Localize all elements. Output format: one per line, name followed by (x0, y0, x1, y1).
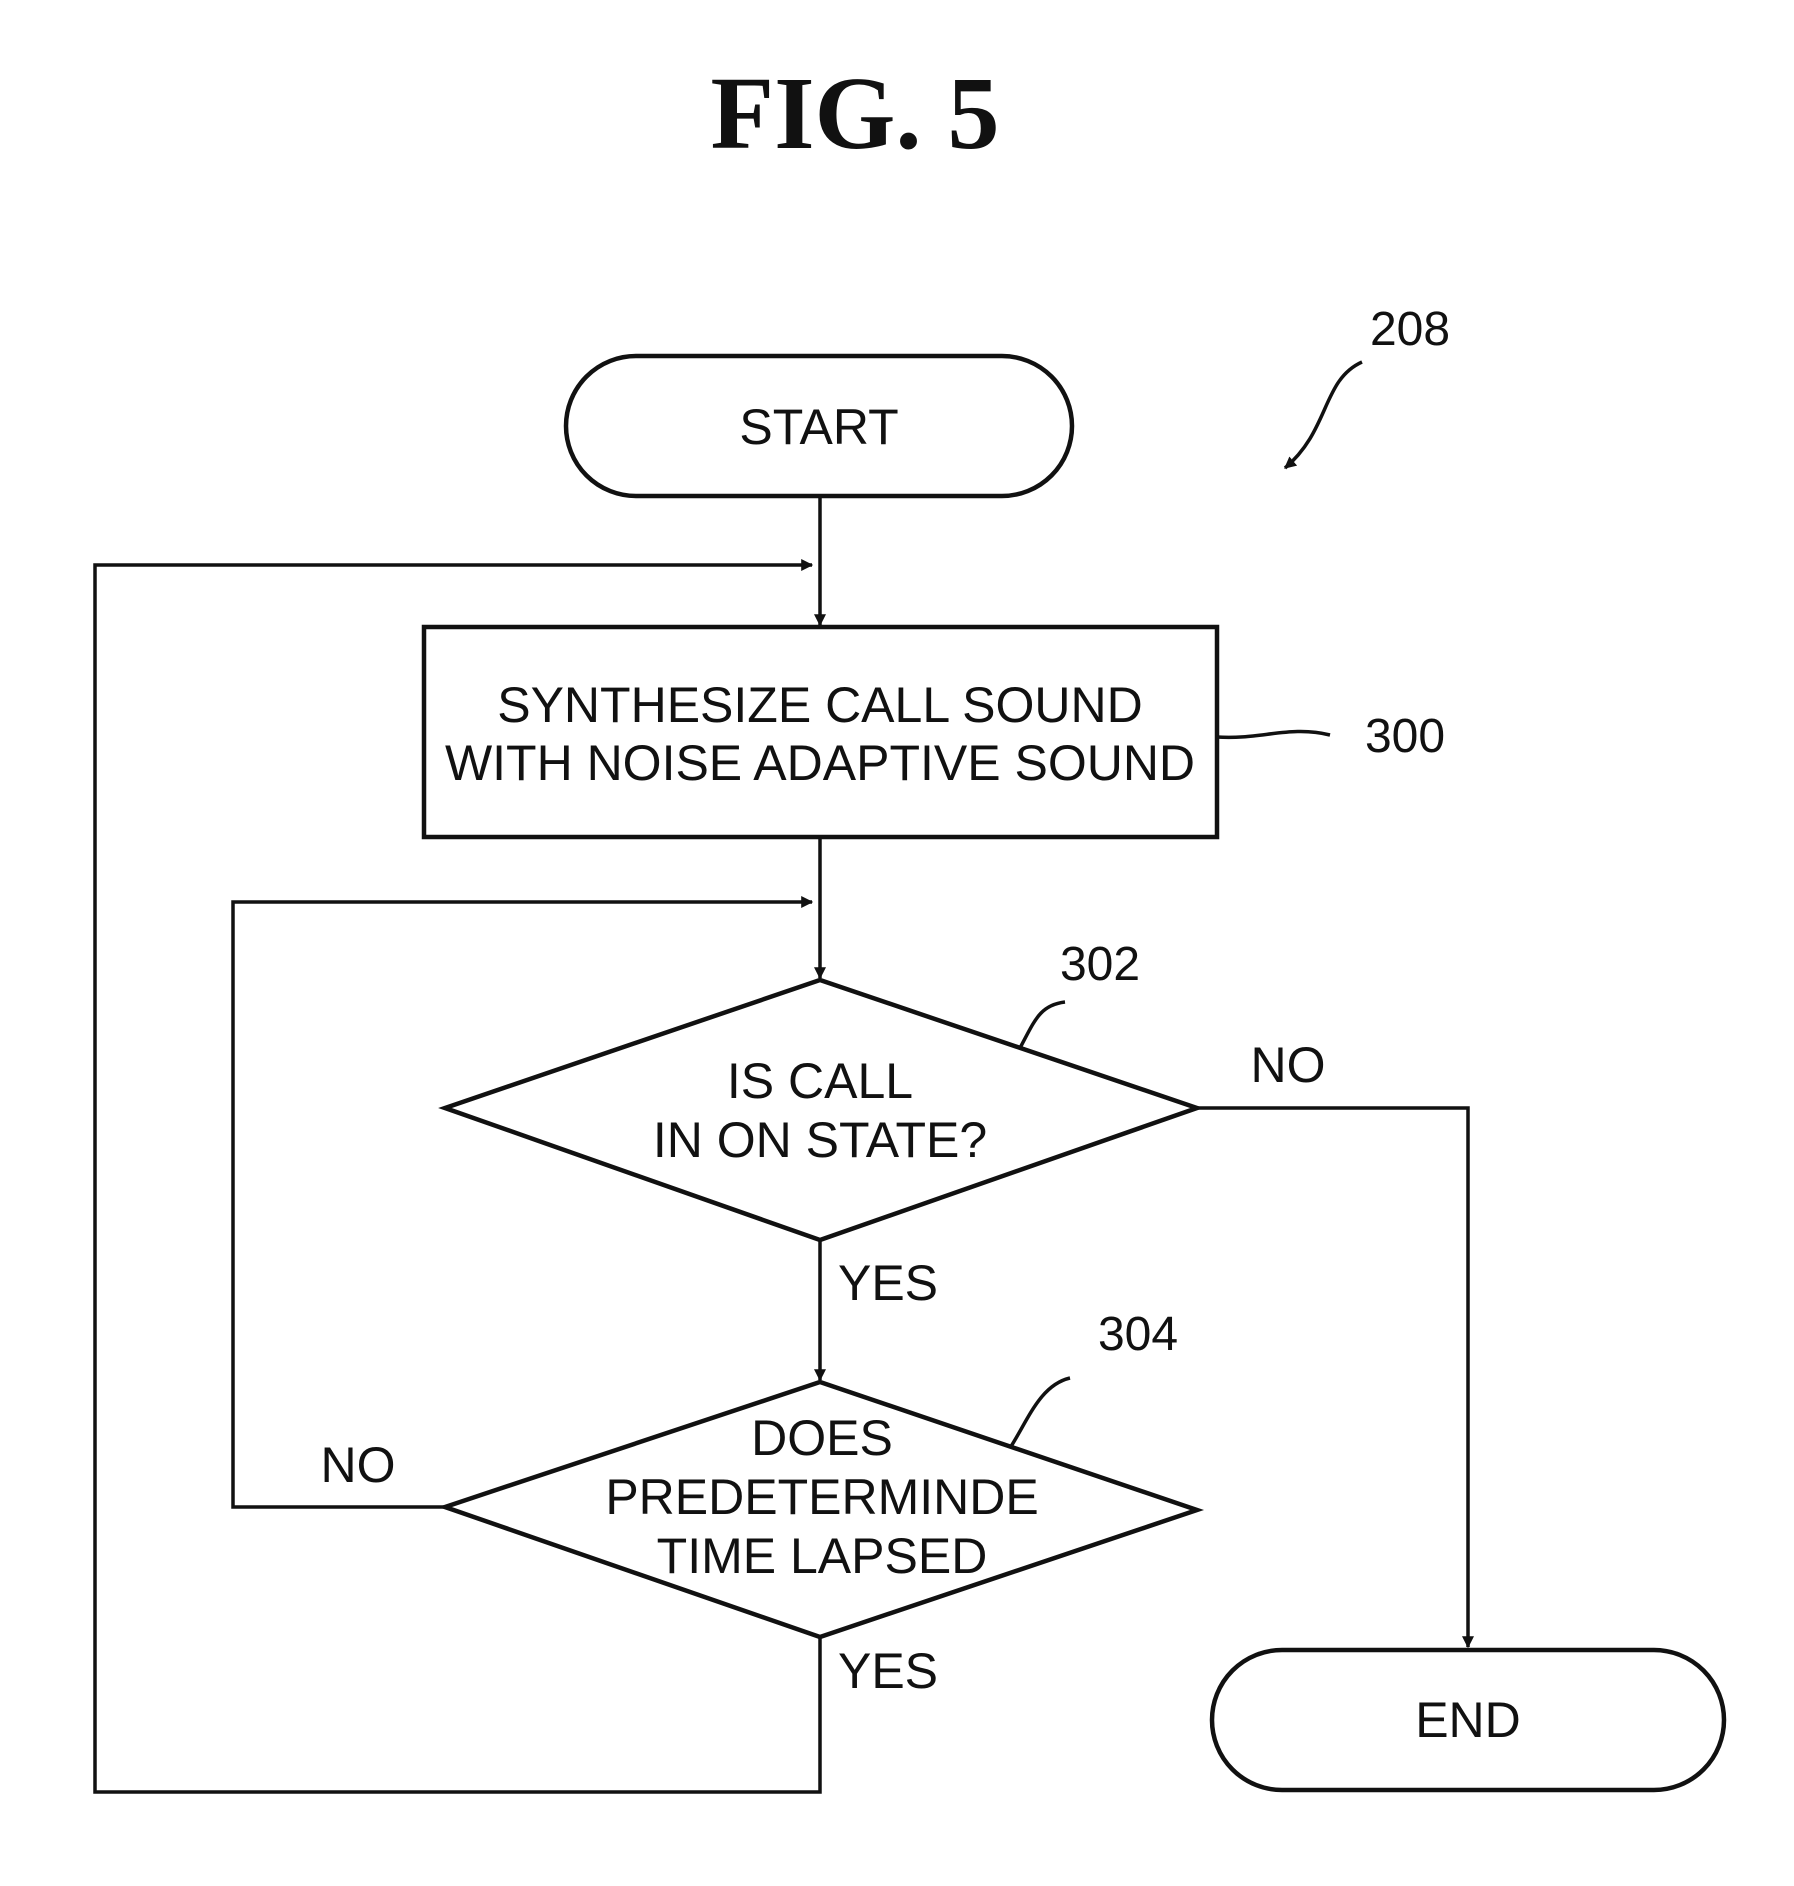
edge-304-yes-label: YES (838, 1643, 938, 1699)
edge-302-yes-label: YES (838, 1255, 938, 1311)
ref-302-label: 302 (1060, 938, 1140, 991)
decision-304-line-1: DOES (751, 1410, 893, 1466)
reference-208-leader-arrow (1285, 362, 1362, 468)
ref-302-leader (1020, 1002, 1065, 1048)
decision-302-line-2: IN ON STATE? (653, 1112, 987, 1168)
edge-304-no-label: NO (321, 1437, 396, 1493)
start-terminal: START (566, 356, 1072, 496)
decision-304: DOES PREDETERMINDE TIME LAPSED (445, 1382, 1197, 1637)
ref-300-label: 300 (1365, 710, 1445, 763)
edge-302-no-to-end (1197, 1108, 1468, 1647)
decision-302: IS CALL IN ON STATE? (445, 980, 1197, 1240)
figure-title: FIG. 5 (711, 56, 1000, 171)
end-label: END (1415, 1692, 1521, 1748)
start-label: START (739, 399, 898, 455)
ref-304-label: 304 (1098, 1308, 1178, 1361)
decision-304-line-2: PREDETERMINDE (605, 1469, 1038, 1525)
edge-302-no-label: NO (1251, 1037, 1326, 1093)
decision-302-line-1: IS CALL (727, 1053, 913, 1109)
end-terminal: END (1212, 1650, 1724, 1790)
reference-label-208: 208 (1370, 303, 1450, 356)
process-300-line-1: SYNTHESIZE CALL SOUND (497, 677, 1143, 733)
decision-304-line-3: TIME LAPSED (657, 1528, 988, 1584)
ref-300-leader (1217, 732, 1330, 738)
process-300-line-2: WITH NOISE ADAPTIVE SOUND (445, 735, 1195, 791)
ref-304-leader (1010, 1378, 1070, 1448)
process-box-300: SYNTHESIZE CALL SOUND WITH NOISE ADAPTIV… (424, 627, 1217, 837)
